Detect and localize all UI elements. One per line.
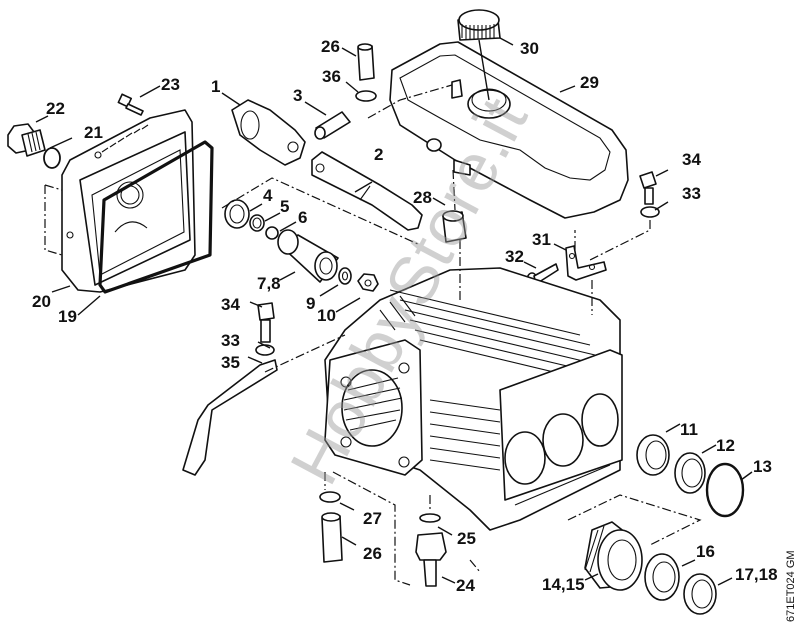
callout-33-left: 33 <box>221 331 240 350</box>
callout-16: 16 <box>696 542 715 561</box>
crankcase-cover <box>61 109 196 293</box>
callout-28: 28 <box>413 188 432 207</box>
o-ring <box>265 226 279 240</box>
callout-19: 19 <box>58 307 77 326</box>
callout-31: 31 <box>532 230 551 249</box>
callout-14-15: 14,15 <box>542 575 585 594</box>
washer <box>249 214 265 232</box>
callout-20: 20 <box>32 292 51 311</box>
leader-lines <box>35 37 753 586</box>
hose-nipple <box>415 532 447 587</box>
lock-washer <box>255 344 275 356</box>
callout-6: 6 <box>298 208 308 227</box>
plunger-sleeve <box>277 229 339 283</box>
callout-12: 12 <box>716 436 735 455</box>
callout-35: 35 <box>221 353 240 372</box>
callout-27: 27 <box>363 509 382 528</box>
gasket <box>98 140 214 294</box>
callout-5: 5 <box>280 197 290 216</box>
callout-30: 30 <box>520 39 539 58</box>
screw <box>117 93 144 116</box>
callout-21: 21 <box>84 123 103 142</box>
hose <box>357 43 375 81</box>
callout-23: 23 <box>161 75 180 94</box>
lock-washer <box>640 206 660 218</box>
nut <box>357 273 379 292</box>
o-ring <box>705 462 745 518</box>
tank-cap <box>457 9 501 101</box>
bracket <box>565 245 607 281</box>
seal <box>636 434 670 476</box>
o-ring <box>419 513 441 523</box>
piston-pin <box>314 111 351 140</box>
callout-32: 32 <box>505 247 524 266</box>
callout-17-18: 17,18 <box>735 565 778 584</box>
callout-25: 25 <box>457 529 476 548</box>
callout-9: 9 <box>306 294 316 313</box>
callout-4: 4 <box>263 186 273 205</box>
callout-33-right: 33 <box>682 184 701 203</box>
retaining-ring <box>683 573 717 615</box>
callout-36: 36 <box>322 67 341 86</box>
valve-sleeve <box>584 521 643 591</box>
seal-ring <box>644 553 680 601</box>
callout-29: 29 <box>580 73 599 92</box>
callout-24: 24 <box>456 576 475 595</box>
callout-22: 22 <box>46 99 65 118</box>
callout-26-top: 26 <box>321 37 340 56</box>
fitting <box>442 210 467 243</box>
callout-3: 3 <box>293 86 303 105</box>
callout-7-8: 7,8 <box>257 274 281 293</box>
assembly-lines <box>44 84 702 586</box>
support-strap <box>182 359 278 476</box>
hose-clamp <box>319 491 341 503</box>
seal-ring <box>224 199 250 229</box>
callout-13: 13 <box>753 457 772 476</box>
connecting-rod <box>231 99 306 166</box>
o-ring <box>43 147 61 169</box>
bolt <box>257 302 275 343</box>
screw-plug <box>7 123 46 157</box>
seal <box>674 452 706 494</box>
callout-34-right: 34 <box>682 150 701 169</box>
washer <box>338 267 352 285</box>
plunger-guide <box>311 151 423 231</box>
bolt <box>639 171 657 205</box>
hose-clamp <box>355 90 377 102</box>
reference-code: 671ET024 GM <box>785 550 797 622</box>
callout-11: 11 <box>680 420 698 439</box>
callout-1: 1 <box>211 77 221 96</box>
callout-2: 2 <box>374 145 384 164</box>
callout-10: 10 <box>317 306 336 325</box>
callout-34-left: 34 <box>221 295 240 314</box>
callout-26-bottom: 26 <box>363 544 382 563</box>
hose <box>321 512 343 563</box>
pump-housing <box>324 267 623 531</box>
